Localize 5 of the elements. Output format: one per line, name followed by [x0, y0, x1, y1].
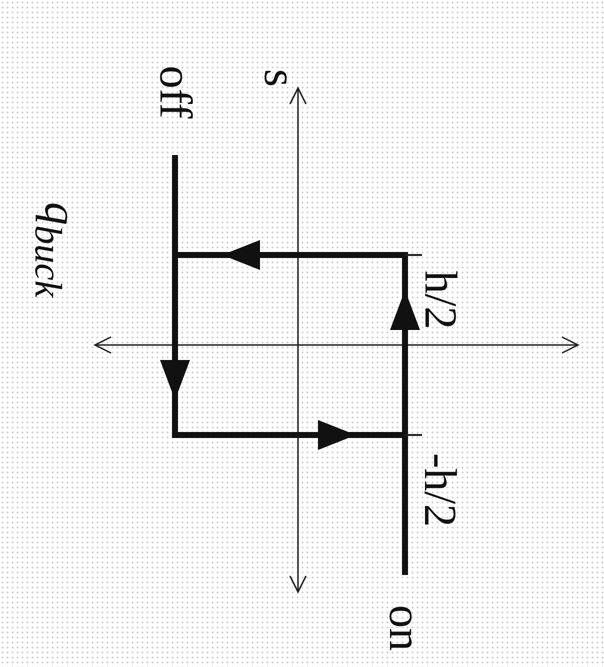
axis-label: s	[256, 69, 303, 87]
axis-label: off	[152, 66, 198, 118]
axis-label: -h/2	[417, 452, 464, 528]
axis-label: on	[382, 605, 428, 651]
axis-label: h/2	[416, 270, 463, 330]
